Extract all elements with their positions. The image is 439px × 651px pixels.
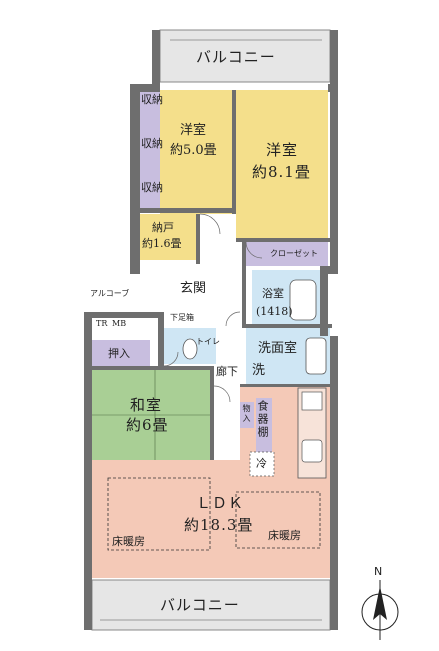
storage-small-floor <box>240 402 254 428</box>
door-swings <box>163 213 263 403</box>
storage-label-3: 収納 <box>141 181 163 194</box>
ldk-name: ＬＤＫ <box>196 494 245 512</box>
walls <box>84 30 338 630</box>
storage-label-2: 収納 <box>141 137 163 150</box>
closet-room-name: 納戸 <box>152 221 174 234</box>
corridor-label: 廊下 <box>216 365 238 378</box>
floor-heating-zone-1 <box>107 477 211 551</box>
bathroom-name: 浴室 <box>262 287 284 300</box>
western-room-1-size: 約5.0畳 <box>170 143 217 158</box>
pipe-space-label: TR <box>96 319 108 328</box>
western-room-2-name: 洋室 <box>266 141 299 159</box>
wash-basin <box>305 337 327 375</box>
japanese-room-size: 約6畳 <box>126 416 169 434</box>
bathroom-size: (1418) <box>256 305 293 318</box>
washer-label: 洗 <box>252 363 266 378</box>
washroom-label: 洗面室 <box>258 341 298 356</box>
north-label: N <box>374 565 383 578</box>
balcony-bottom <box>91 579 331 631</box>
stove <box>301 391 323 411</box>
closet-room-size: 約1.6畳 <box>142 237 182 250</box>
oshiire-label: 押入 <box>108 347 130 360</box>
sink <box>301 439 323 463</box>
entrance-label: 玄関 <box>180 281 207 296</box>
pantry-floor <box>256 398 272 454</box>
closet-label: クローゼット <box>270 249 318 258</box>
fridge-label: 冷 <box>256 457 267 470</box>
storage-small-label: 物入 <box>242 404 251 424</box>
balcony-top <box>159 29 331 83</box>
western-room-2-size: 約8.1畳 <box>252 163 311 181</box>
alcove-label: アルコーブ <box>90 289 130 298</box>
japanese-room-name: 和室 <box>130 396 163 414</box>
meter-box-label: MB <box>112 319 127 328</box>
balcony-bottom-label: バルコニー <box>160 596 240 614</box>
balcony-top-label: バルコニー <box>196 48 276 66</box>
western-room-1-name: 洋室 <box>180 123 207 138</box>
fridge-space <box>249 451 275 477</box>
oshiire-floor <box>92 340 150 368</box>
closet-room-floor <box>140 214 200 260</box>
western-room-2-floor <box>236 90 328 238</box>
shoe-cupboard-label: 下足箱 <box>170 313 194 322</box>
floor-heating-label-2: 床暖房 <box>268 529 301 542</box>
storage-label-1: 収納 <box>141 93 163 106</box>
western-room-1-floor <box>160 90 234 214</box>
ldk-size: 約18.3畳 <box>184 516 254 534</box>
storage-strip-floor <box>140 90 160 208</box>
tatami-lines <box>92 370 214 460</box>
toilet-label: トイレ <box>196 337 220 346</box>
toilet-bowl <box>182 338 198 360</box>
pantry-label: 食器棚 <box>256 400 269 439</box>
floor-heating-zone-2 <box>235 491 321 549</box>
floor-heating-label-1: 床暖房 <box>112 535 145 548</box>
ldk-floor <box>92 460 330 578</box>
bathtub <box>289 279 317 321</box>
closet-floor <box>246 242 328 266</box>
compass-rose <box>361 580 399 640</box>
